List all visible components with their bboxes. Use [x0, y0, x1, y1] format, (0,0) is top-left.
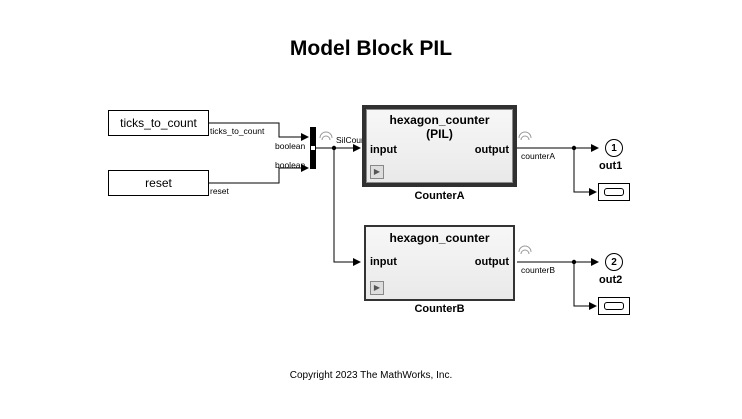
scope-icon: [604, 302, 624, 310]
branch-point-b: [571, 259, 577, 265]
signal-label-counter-a: counterA: [521, 151, 556, 161]
counter-b-input-port: input: [370, 256, 397, 268]
counter-a-output-port: output: [474, 144, 509, 156]
signal-label-boolean-2: boolean: [275, 160, 306, 170]
outport-2[interactable]: 2: [605, 253, 623, 271]
signal-label-boolean-1: boolean: [275, 141, 306, 151]
ticks-to-count-block[interactable]: ticks_to_count: [108, 110, 209, 136]
reset-label: reset: [145, 176, 172, 190]
scope-a[interactable]: [598, 183, 630, 201]
outport-2-name: out2: [599, 274, 623, 286]
line-counter-b-branch: [573, 262, 597, 310]
counter-a-name: CounterA: [414, 190, 465, 202]
outport-1[interactable]: 1: [605, 139, 623, 157]
counter-b-model: hexagon_counter: [389, 231, 490, 245]
counter-a-mode: (PIL): [426, 127, 453, 141]
signal-label-reset: reset: [210, 186, 229, 196]
outport-1-number: 1: [611, 142, 617, 154]
scope-b[interactable]: [598, 297, 630, 315]
branch-point-bus: [331, 145, 337, 151]
model-reference-icon: ▶: [370, 281, 384, 295]
mux-port-mark: [310, 145, 316, 151]
line-bus-branch: [333, 148, 361, 266]
counter-a-block[interactable]: hexagon_counter (PIL) input output ▶: [362, 105, 517, 187]
counter-b-output-port: output: [474, 256, 509, 268]
ticks-to-count-label: ticks_to_count: [120, 116, 197, 130]
counter-a-model-name: hexagon_counter (PIL): [366, 113, 513, 141]
model-reference-icon: ▶: [370, 165, 384, 179]
branch-point-a: [571, 145, 577, 151]
reset-block[interactable]: reset: [108, 170, 209, 196]
signal-log-icon: [319, 131, 532, 255]
scope-icon: [604, 188, 624, 196]
counter-b-name: CounterB: [414, 303, 465, 315]
outport-1-name: out1: [599, 160, 623, 172]
counter-a-input-port: input: [370, 144, 397, 156]
counter-b-block[interactable]: hexagon_counter input output ▶: [364, 225, 515, 301]
copyright-text: Copyright 2023 The MathWorks, Inc.: [289, 370, 453, 381]
signal-label-ticks-to-count: ticks_to_count: [210, 126, 265, 136]
line-ticks-to-count: [209, 122, 309, 141]
outport-2-number: 2: [611, 256, 617, 268]
signal-label-counter-b: counterB: [521, 265, 556, 275]
counter-a-model: hexagon_counter: [389, 113, 490, 127]
diagram-title: Model Block PIL: [289, 37, 453, 60]
line-counter-a-branch: [573, 148, 597, 196]
line-reset: [209, 164, 309, 184]
